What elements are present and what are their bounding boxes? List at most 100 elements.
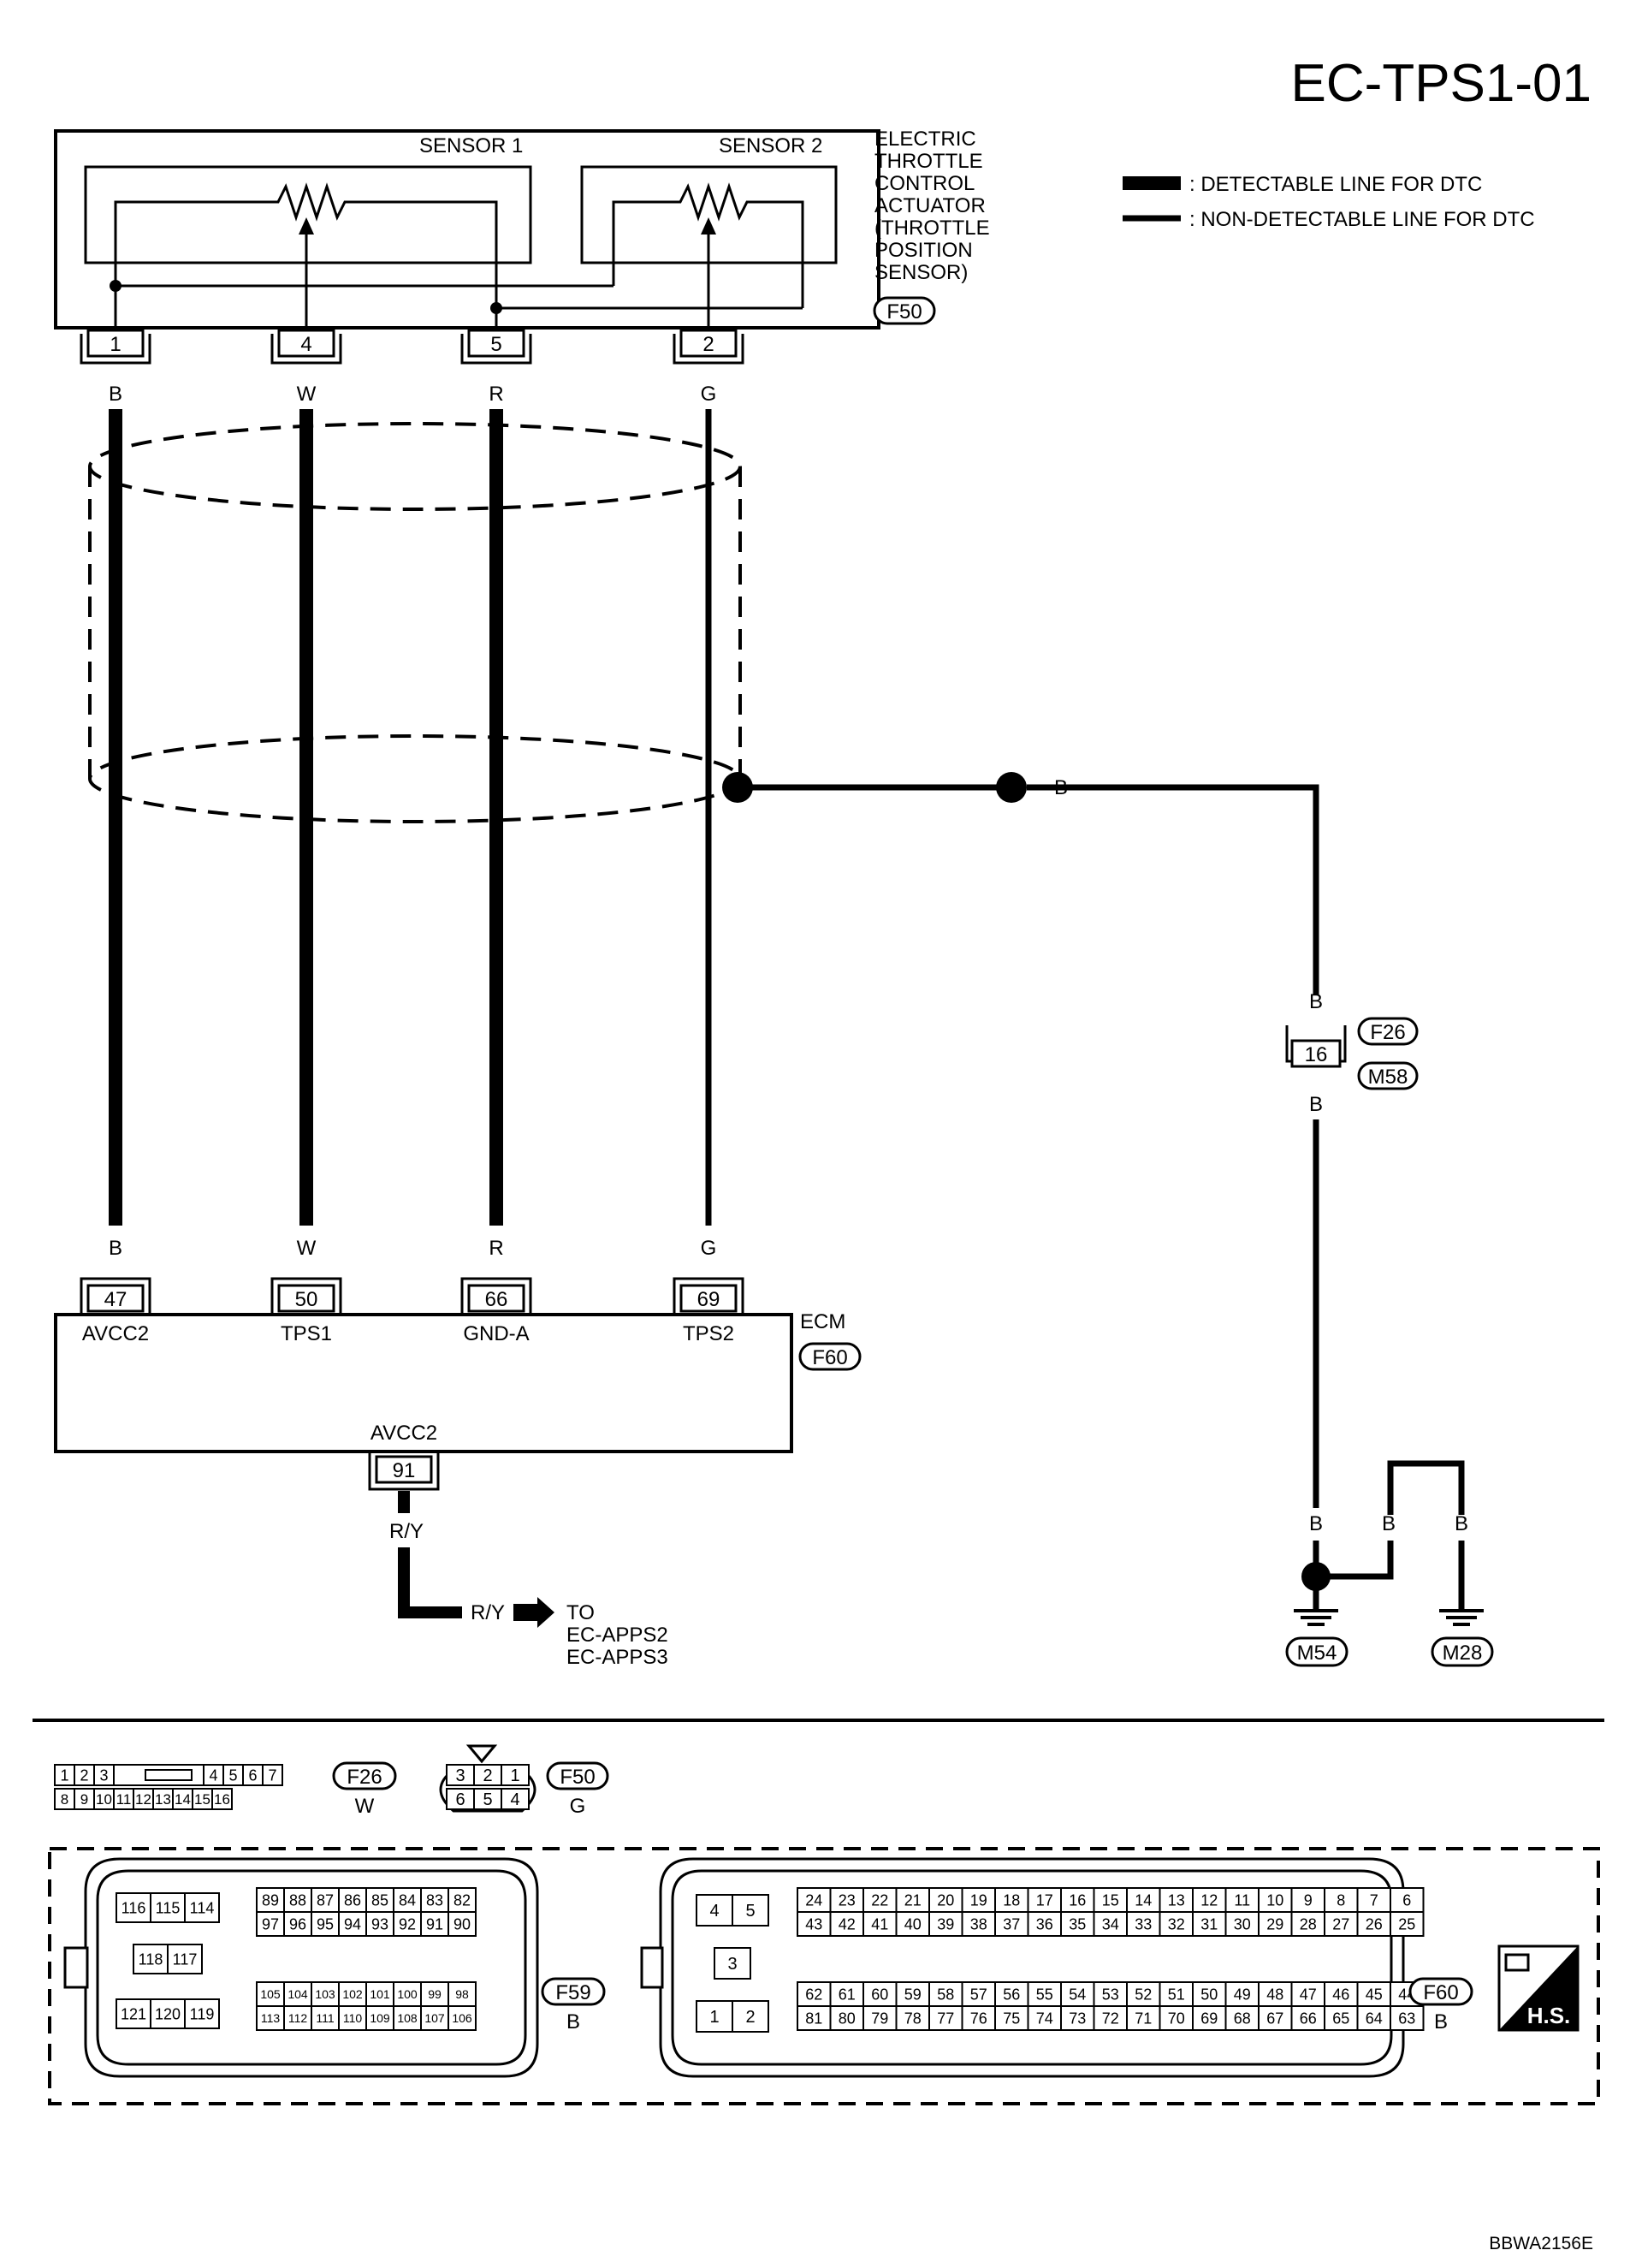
cavity-box: [714, 1947, 751, 1980]
cavity-box: [1159, 1981, 1194, 2007]
cavity-number: 24: [805, 1891, 822, 1909]
ground-color-right: B: [1455, 1512, 1468, 1535]
cavity-number: 105: [260, 1987, 281, 2001]
ground-left-oval: [1285, 1636, 1349, 1667]
cavity-number: 2: [745, 2008, 755, 2027]
cavity-box: [1027, 1911, 1062, 1937]
cavity-box: [994, 1911, 1029, 1937]
joint-conn-a-oval: [1357, 1017, 1419, 1046]
cavity-number: 64: [1366, 2010, 1383, 2027]
cavity-number: 112: [288, 2011, 308, 2025]
cavity-number: 89: [262, 1891, 279, 1909]
cavity-number: 46: [1332, 1986, 1349, 2003]
cavity-number: 77: [937, 2010, 954, 2027]
cavity-number: 117: [173, 1950, 198, 1968]
cavity-number: 48: [1266, 1986, 1283, 2003]
f60-housing-outer: [659, 1857, 1405, 2078]
signal-name: GND-A: [463, 1322, 529, 1345]
cavity-number: 14: [175, 1791, 191, 1808]
f26-oval: [332, 1761, 397, 1790]
to-target-2: EC-APPS3: [566, 1646, 668, 1669]
cavity-number: 3: [727, 1955, 737, 1974]
pin-box: [467, 1284, 525, 1313]
cavity-box: [262, 1764, 283, 1786]
cavity-box: [501, 1764, 530, 1786]
pin-bracket: [673, 1277, 744, 1313]
actuator-name-line-6: POSITION: [874, 239, 973, 262]
cavity-number: 109: [370, 2011, 390, 2025]
f59-housing-inner: [96, 1869, 527, 2066]
cavity-number: 62: [805, 1986, 822, 2003]
cavity-box: [393, 1887, 422, 1913]
cavity-number: 6: [455, 1790, 465, 1809]
f59-oval: [541, 1977, 606, 2006]
ecm-pin-47: B 47 AVCC2: [80, 1237, 151, 1345]
cavity-number: 10: [96, 1791, 112, 1808]
cavity-number: 66: [1300, 2010, 1317, 2027]
cavity-box: [167, 1944, 203, 1974]
joint-conn-a-label: F26: [1370, 1021, 1405, 1044]
wire-ry-to-apps: [398, 1547, 462, 1618]
cavity-number: 58: [937, 1986, 954, 2003]
pin-bracket: [368, 1453, 440, 1491]
cavity-box: [1324, 1981, 1359, 2007]
pin-box: [679, 1284, 738, 1313]
f59-latch: [63, 1946, 89, 1989]
legend: : DETECTABLE LINE FOR DTC : NON-DETECTAB…: [1123, 173, 1535, 231]
cavity-number: 71: [1135, 2010, 1152, 2027]
shield-return-wire: [1027, 784, 1319, 994]
cavity-number: 113: [261, 2011, 281, 2025]
cavity-number: 73: [1069, 2010, 1086, 2027]
ecm-pin-50: W 50 TPS1: [270, 1237, 342, 1345]
f26-key-slot: [113, 1764, 204, 1786]
cavity-box: [928, 1981, 963, 2007]
cavity-number: 98: [455, 1987, 469, 2001]
actuator-name-line-5: (THROTTLE: [874, 217, 990, 240]
cavity-number: 51: [1168, 1986, 1185, 2003]
cavity-number: 45: [1366, 1986, 1383, 2003]
figure-code: BBWA2156E: [1489, 2234, 1593, 2253]
pin-box: [86, 1284, 145, 1313]
ground-right-oval: [1431, 1636, 1494, 1667]
f60-name: F60: [1423, 1981, 1458, 2004]
ground-network: B B B M54 M28: [1285, 1460, 1494, 1667]
cavity-number: 65: [1332, 2010, 1349, 2027]
cavity-number: 106: [452, 2011, 472, 2025]
legend-non-detectable-text: : NON-DETECTABLE LINE FOR DTC: [1189, 208, 1535, 231]
cavity-number: 22: [871, 1891, 888, 1909]
sensor1-wiper-arrow: [299, 217, 314, 235]
cavity-box: [338, 1911, 367, 1937]
cavity-number: 86: [344, 1891, 361, 1909]
actuator-name-line-1: ELECTRIC: [874, 128, 976, 151]
cavity-number: 19: [970, 1891, 987, 1909]
cavity-number: 30: [1234, 1915, 1251, 1933]
pin-box: [375, 1455, 433, 1484]
cavity-box: [1290, 1911, 1325, 1937]
to-target-1: EC-APPS2: [566, 1624, 668, 1647]
pin-bracket: [673, 334, 744, 365]
cavity-box: [797, 1911, 832, 1937]
f60-latch: [640, 1946, 664, 1989]
ecm-pin-69: G 69 TPS2: [673, 1237, 744, 1345]
cavity-number: 83: [426, 1891, 443, 1909]
actuator-pin-4: 4 W: [270, 329, 342, 406]
cavity-number: 104: [287, 1987, 308, 2001]
ground-loop-wire: [1387, 1460, 1465, 1515]
cavity-number: 74: [1036, 2010, 1053, 2027]
cavity-number: 1: [510, 1766, 519, 1785]
cavity-number: 108: [397, 2011, 418, 2025]
cavity-number: 69: [1200, 2010, 1218, 2027]
cavity-number: 8: [61, 1791, 68, 1808]
cavity-number: 12: [135, 1791, 151, 1808]
cavity-number: 115: [156, 1899, 181, 1916]
ecm-outline: [54, 1313, 793, 1453]
cavity-number: 47: [1300, 1986, 1317, 2003]
ecm: ECM F60 AVCC2: [54, 1310, 862, 1453]
cavity-number: 16: [1069, 1891, 1086, 1909]
cavity-number: 111: [316, 2011, 334, 2025]
sensor2-wiper-arrow: [701, 217, 716, 235]
pin-bracket: [80, 334, 151, 365]
joint-conn-b-label: M58: [1368, 1066, 1408, 1089]
pin-number: 4: [300, 333, 311, 356]
